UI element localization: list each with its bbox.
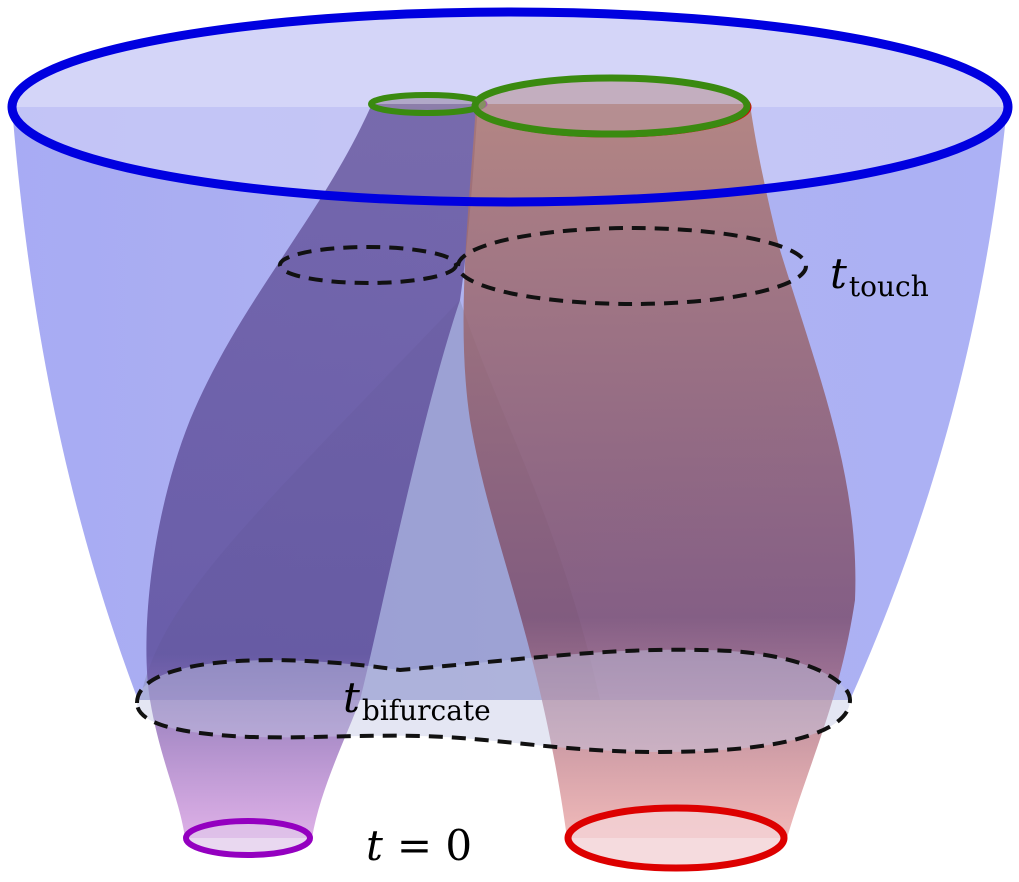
bottom-left-rim <box>183 818 313 858</box>
left-tube-surface <box>146 104 479 838</box>
bifurcate-slice <box>134 647 853 755</box>
outer-top-rim <box>7 7 1013 207</box>
top-right-rim-green <box>471 74 751 138</box>
bottom-right-rim <box>564 804 788 872</box>
touch-slice-right <box>456 226 808 306</box>
label-t-zero: t= 0 <box>366 821 472 870</box>
touch-slice-left <box>278 245 458 285</box>
label-t-touch: ttouch <box>830 249 929 303</box>
label-t-bifurcate: tbifurcate <box>343 673 491 727</box>
